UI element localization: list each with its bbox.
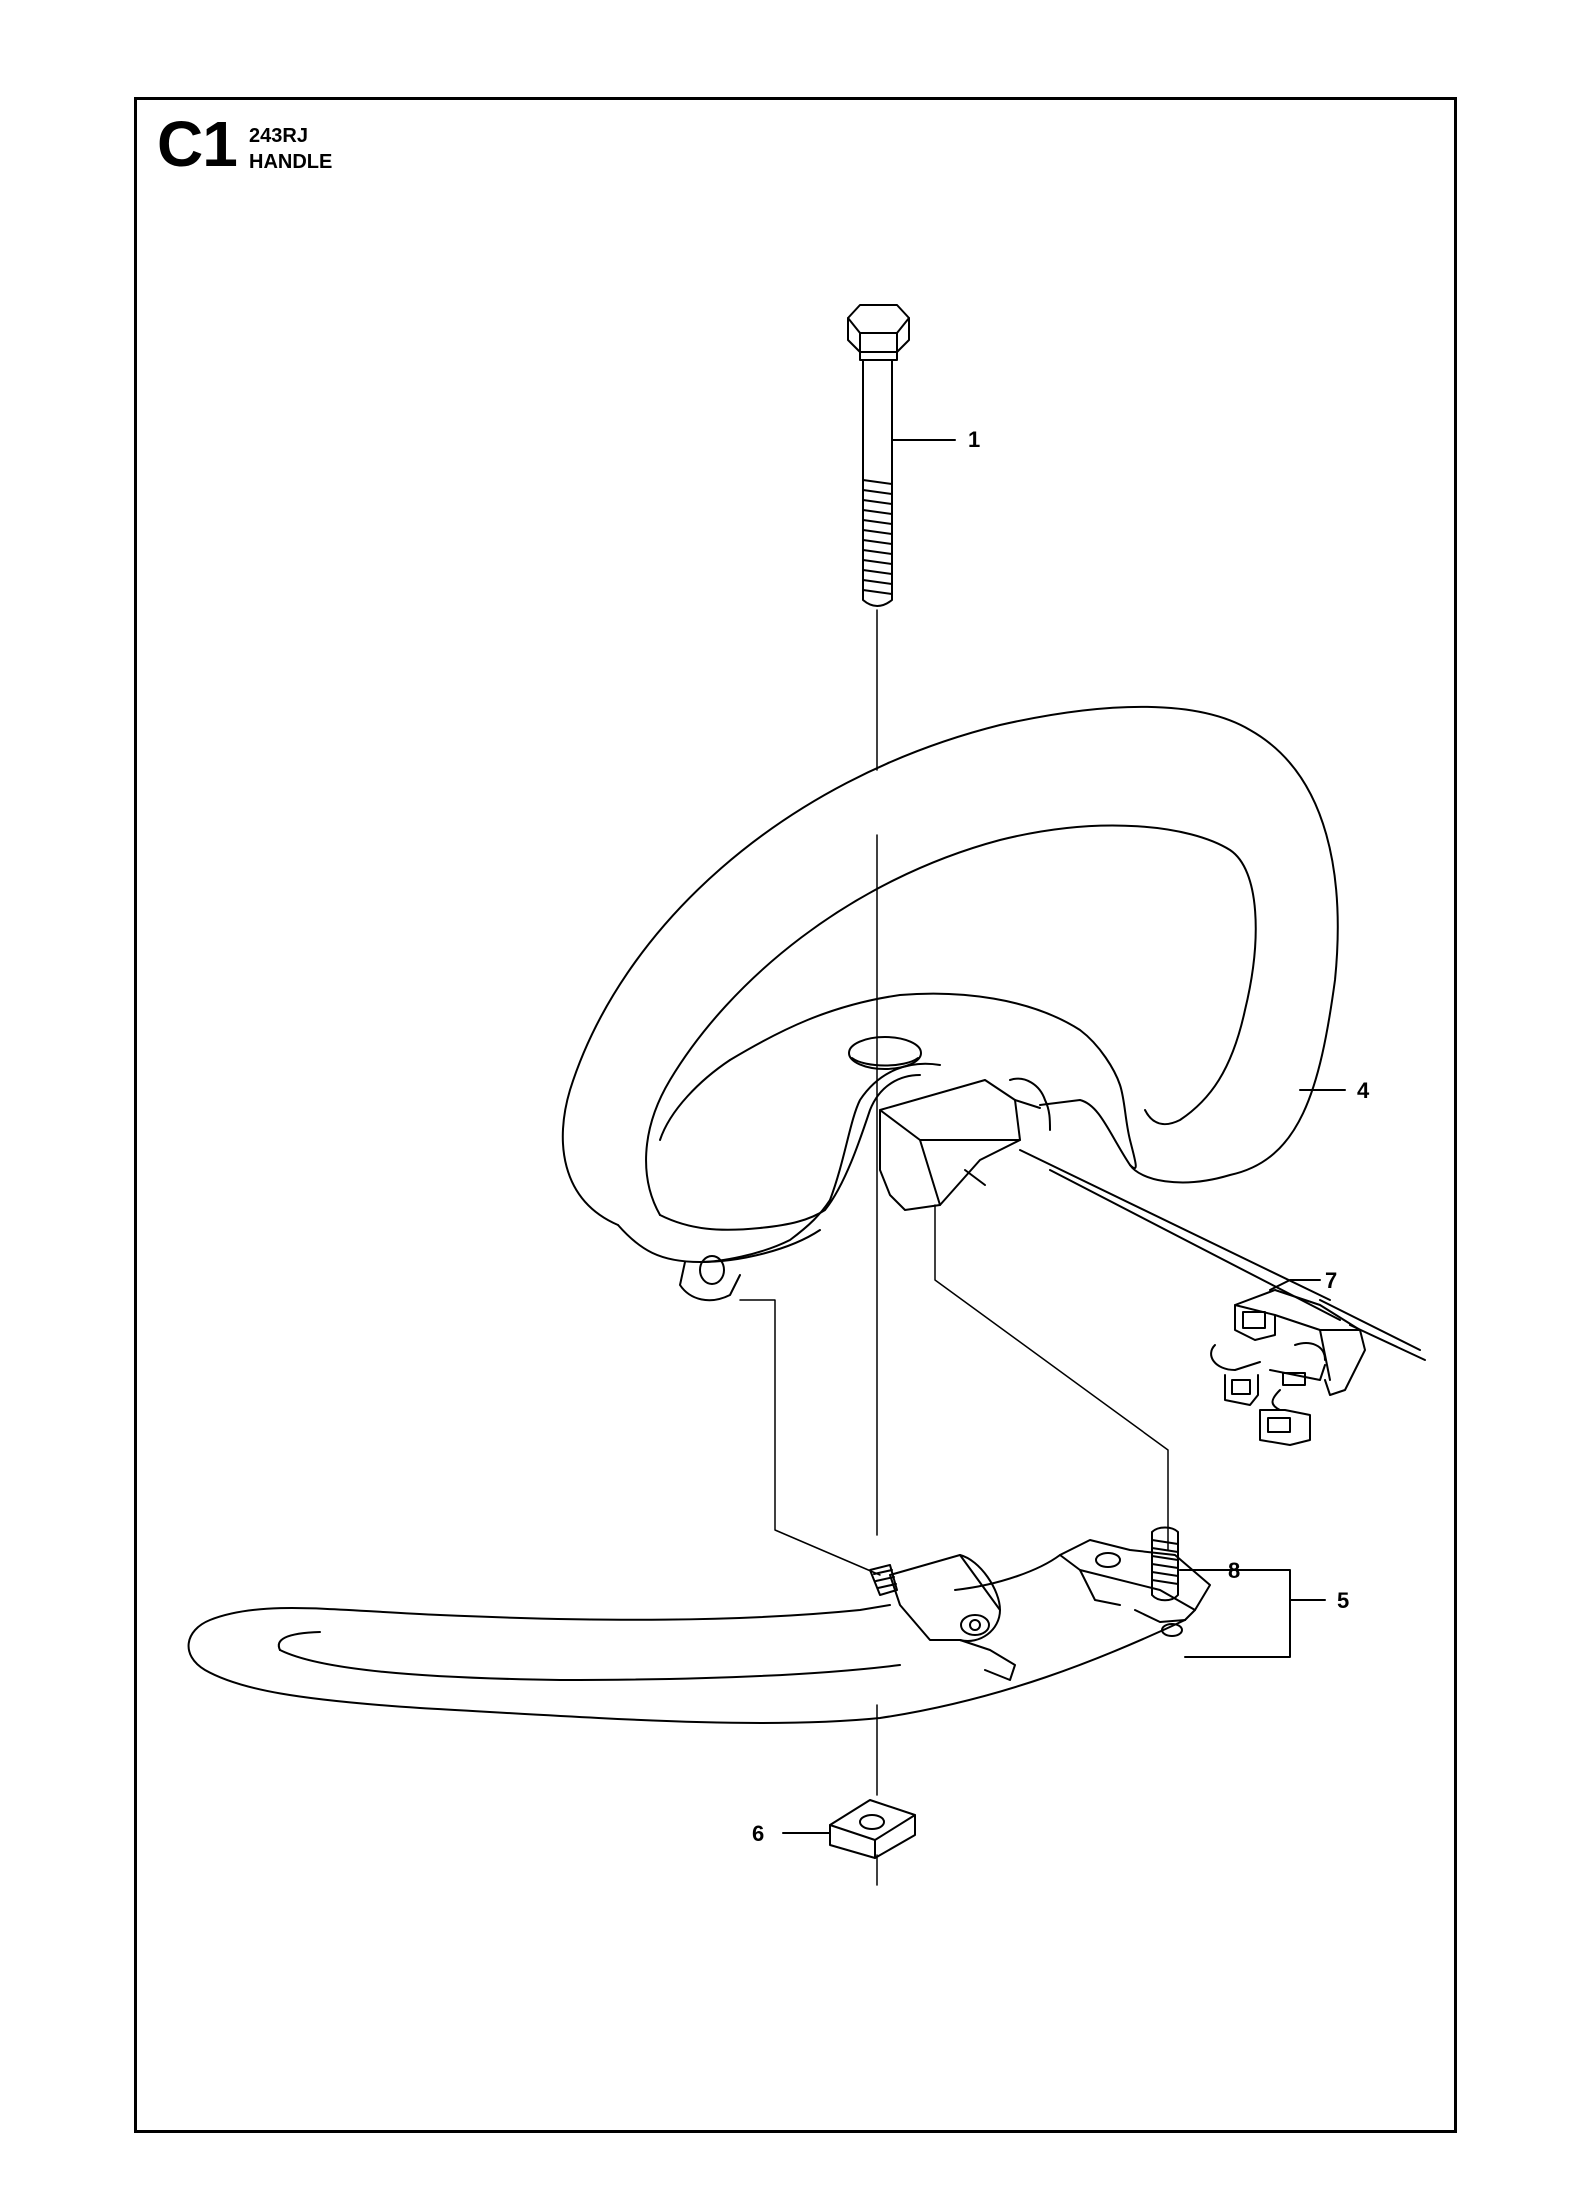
model-number: 243RJ (249, 125, 308, 147)
part-6-nut (829, 1799, 916, 1859)
part-5-handle-bar (187, 1539, 1211, 1725)
callout-4: 4 (1357, 1078, 1370, 1103)
leader-5-brace (1179, 1569, 1291, 1658)
section-code: C1 (157, 108, 238, 180)
callout-8: 8 (1228, 1558, 1240, 1583)
section-title: HANDLE (249, 151, 333, 173)
part-4-handle-loop (561, 705, 1426, 1361)
callout-1: 1 (968, 427, 980, 452)
part-1-bolt (847, 304, 910, 607)
callout-5: 5 (1337, 1588, 1349, 1613)
part-7-clamp (1210, 1289, 1366, 1446)
part-8-stud (1151, 1526, 1179, 1602)
leader-7 (1269, 1279, 1321, 1291)
callout-7: 7 (1325, 1268, 1337, 1293)
callout-6: 6 (752, 1821, 764, 1846)
drawing-frame (134, 97, 1457, 2133)
